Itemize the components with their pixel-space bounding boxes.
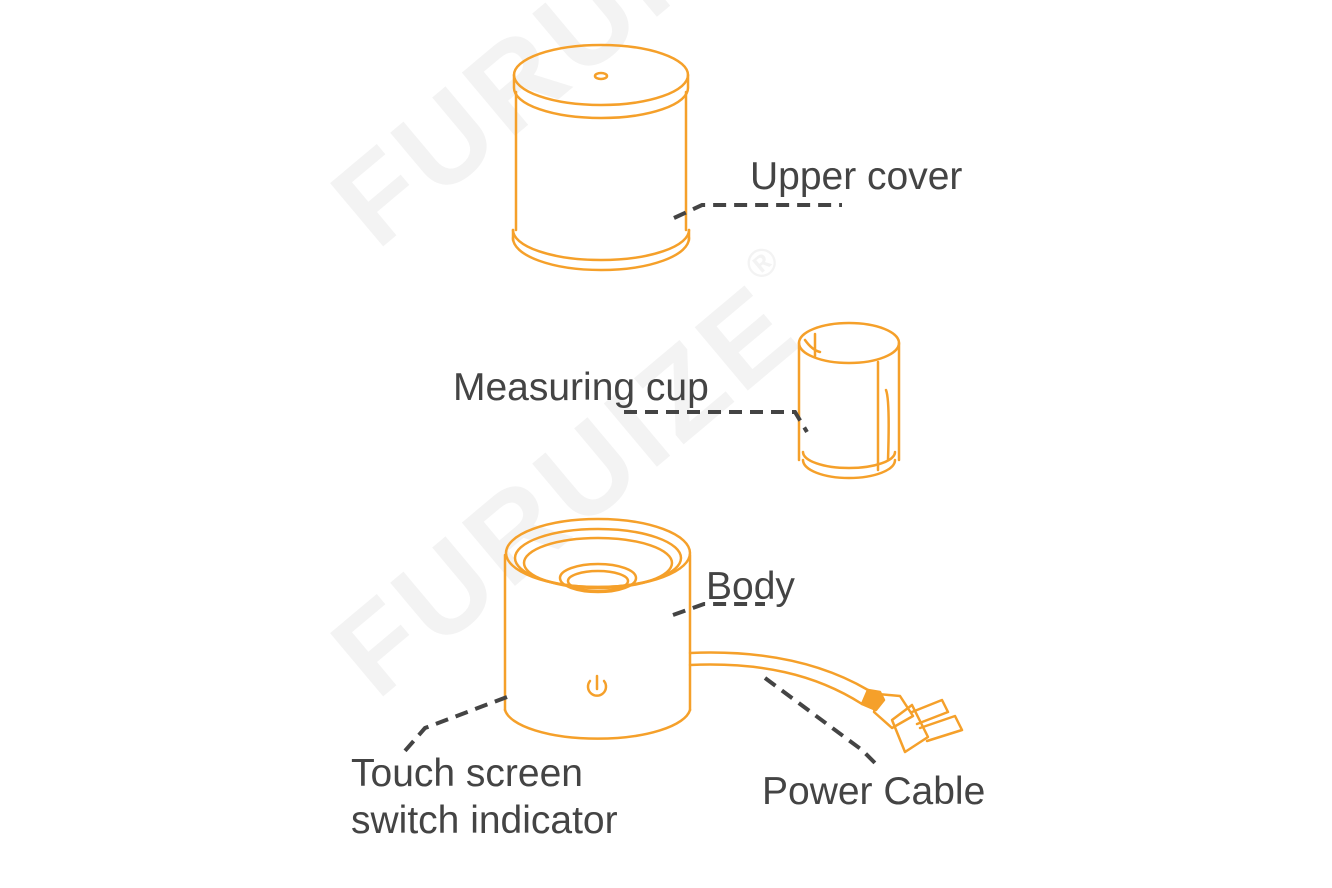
label-body: Body [706, 565, 795, 608]
leader-upper-cover [673, 203, 842, 220]
leader-power-cable [763, 676, 882, 770]
upper-cover-drawing [511, 43, 691, 272]
measuring-cup-drawing [797, 321, 901, 480]
label-upper-cover: Upper cover [750, 155, 963, 198]
label-measuring-cup: Measuring cup [453, 366, 709, 409]
label-touch-screen-line2: switch indicator [351, 799, 618, 842]
label-touch-screen-line1: Touch screen [351, 752, 583, 795]
leader-measuring-cup [624, 410, 809, 434]
body-drawing [503, 517, 870, 740]
leader-touch-screen [402, 695, 508, 754]
power-plug-drawing [860, 688, 964, 754]
leader-body [672, 602, 765, 617]
power-icon [586, 674, 608, 697]
label-power-cable: Power Cable [762, 770, 986, 813]
upper-cover-vent-hole [593, 71, 609, 81]
